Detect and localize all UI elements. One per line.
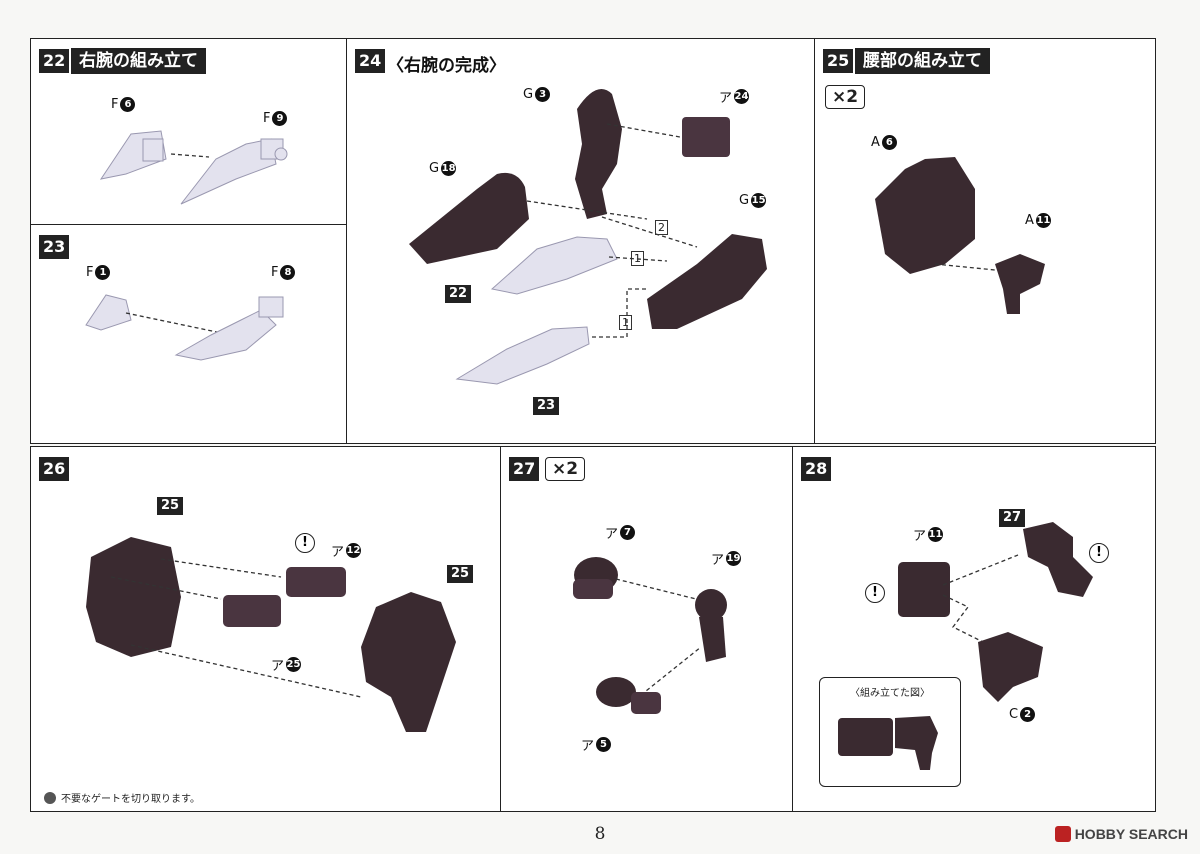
part-number: 6 <box>881 135 897 150</box>
order-marker-1b: 1 <box>619 315 632 330</box>
step-ref-27: 27 <box>999 509 1026 527</box>
part-number: 1 <box>95 265 111 280</box>
part-letter: ア <box>719 91 733 106</box>
page-number: 8 <box>594 824 606 844</box>
part-letter: F <box>263 111 271 126</box>
watermark: HOBBY SEARCH <box>1054 826 1188 842</box>
gate-cut-icon <box>44 791 56 804</box>
part-number: 5 <box>596 737 612 752</box>
footnote-text: 不要なゲートを切り取ります。 <box>61 794 200 805</box>
part-number: 2 <box>1020 707 1036 722</box>
caution-icon: ! <box>865 583 885 603</box>
part-letter: ア <box>605 527 619 542</box>
part-letter: F <box>111 97 119 112</box>
part-number: 15 <box>751 193 767 208</box>
part-number: 7 <box>620 525 636 540</box>
part-letter: F <box>86 265 94 280</box>
step-28-illustration <box>898 522 1093 702</box>
inset-caption: 〈組み立てた図〉 <box>850 688 930 699</box>
part-number: 6 <box>120 97 136 112</box>
part-letter: C <box>1009 707 1019 722</box>
part-number: 25 <box>286 657 302 672</box>
inset-illustration <box>838 716 938 770</box>
step-number: 22 <box>39 49 70 73</box>
step-number: 25 <box>823 49 854 73</box>
step-number: 26 <box>39 457 70 481</box>
part-letter: ア <box>711 553 725 568</box>
watermark-text: HOBBY SEARCH <box>1074 826 1188 842</box>
part-number: 24 <box>734 89 750 104</box>
step-title: 右腕の組み立て <box>71 48 206 74</box>
part-number: 18 <box>441 161 457 176</box>
step-25-illustration <box>875 157 1045 314</box>
step-26-illustration <box>86 537 456 732</box>
part-letter: ア <box>331 545 345 560</box>
footnote: 不要なゲートを切り取ります。 <box>44 790 200 805</box>
part-number: 3 <box>535 87 551 102</box>
step-ref-25a: 25 <box>157 497 184 515</box>
assembled-view-inset: 〈組み立てた図〉 <box>819 677 961 787</box>
part-letter: G <box>523 87 534 102</box>
step-27-illustration <box>573 557 727 714</box>
part-number: 11 <box>928 527 944 542</box>
step-title: 腰部の組み立て <box>855 48 990 74</box>
caution-icon: ! <box>1089 543 1109 563</box>
step-23-illustration <box>85 294 284 361</box>
part-letter: ア <box>271 659 285 674</box>
part-letter: ア <box>581 739 595 754</box>
order-marker-2: 2 <box>655 220 668 235</box>
part-letter: ア <box>913 529 927 544</box>
part-number: 11 <box>1035 213 1051 228</box>
step-number: 27 <box>509 457 540 481</box>
step-ref-25b: 25 <box>447 565 474 583</box>
caution-icon: ! <box>295 533 315 553</box>
step-number: 28 <box>801 457 832 481</box>
step-title: 〈右腕の完成〉 <box>387 56 506 76</box>
step-number: 23 <box>39 235 70 259</box>
step-22-illustration <box>99 130 288 205</box>
part-letter: A <box>871 135 880 150</box>
part-number: 9 <box>272 111 288 126</box>
part-letter: G <box>739 193 750 208</box>
part-number: 8 <box>280 265 296 280</box>
step-24-illustration <box>409 89 767 385</box>
part-letter: F <box>271 265 279 280</box>
step-number: 24 <box>355 49 386 73</box>
part-letter: G <box>429 161 440 176</box>
part-number: 12 <box>346 543 362 558</box>
step-ref-23: 23 <box>533 397 560 415</box>
quantity-multiplier: ×2 <box>825 85 866 109</box>
part-number: 19 <box>726 551 742 566</box>
watermark-logo-icon <box>1054 826 1071 842</box>
step-ref-22: 22 <box>445 285 472 303</box>
quantity-multiplier: ×2 <box>545 457 586 481</box>
part-letter: A <box>1025 213 1034 228</box>
